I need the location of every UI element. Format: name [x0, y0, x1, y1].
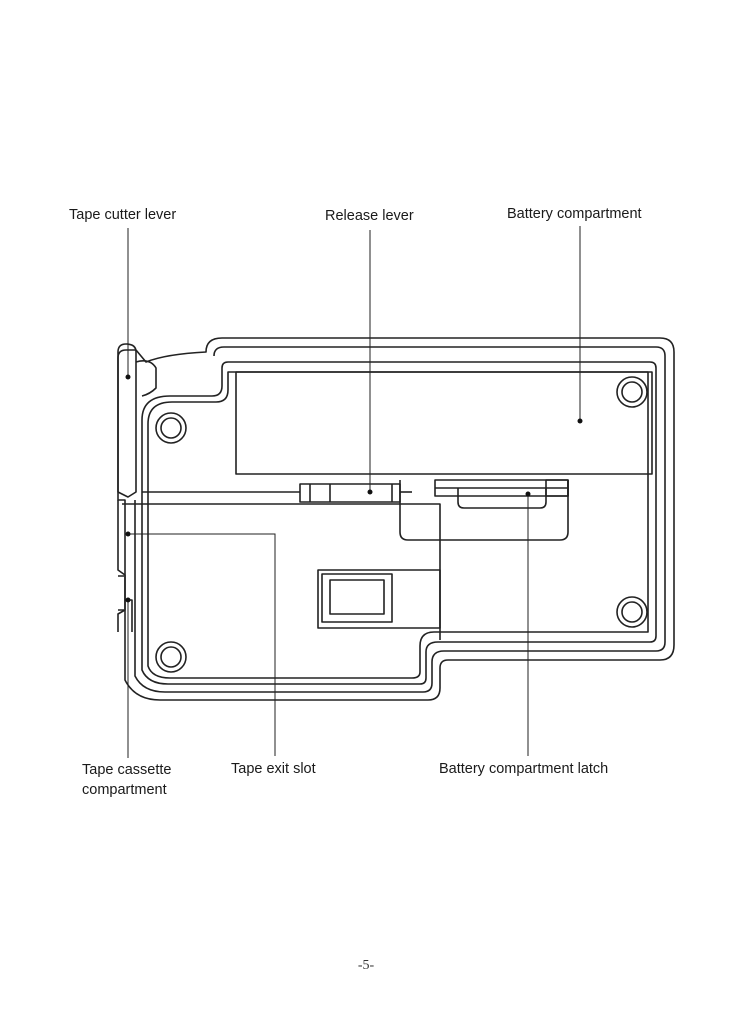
- tape-cassette-compartment-label-line1: Tape cassette: [82, 760, 171, 780]
- screw-top-right: [617, 377, 647, 407]
- tape-exit-slot-label: Tape exit slot: [231, 759, 316, 779]
- dot-release-lever: [368, 490, 373, 495]
- cassette-edge-left: [118, 500, 125, 632]
- page-number: -5-: [0, 958, 732, 974]
- dot-tape-cutter-lever: [126, 375, 131, 380]
- battery-compartment-label: Battery compartment: [507, 204, 642, 224]
- dot-battery-compartment: [578, 419, 583, 424]
- dot-tape-exit-slot: [126, 532, 131, 537]
- release-lever-label: Release lever: [325, 206, 414, 226]
- leader-tape-exit-slot: [128, 534, 275, 756]
- tape-cutter-lever: [118, 344, 136, 497]
- battery-compartment-latch: [458, 488, 546, 508]
- tape-exit-slot: [118, 576, 124, 610]
- release-lever: [300, 484, 400, 502]
- tape-cassette-compartment-label-line2: compartment: [82, 780, 171, 800]
- tape-cutter-lever-label: Tape cutter lever: [69, 205, 176, 225]
- latch-housing: [400, 480, 568, 540]
- body-outer-outline: [118, 338, 674, 700]
- screw-top-left: [156, 413, 186, 443]
- base-plate-outline: [142, 362, 656, 684]
- screw-bottom-left: [156, 642, 186, 672]
- battery-compartment-latch-label: Battery compartment latch: [439, 759, 608, 779]
- cassette-window-pane: [330, 580, 384, 614]
- screw-bottom-right: [617, 597, 647, 627]
- battery-compartment-cover: [236, 372, 652, 474]
- cassette-window-outer: [318, 570, 440, 628]
- dot-battery-compartment-latch: [526, 492, 531, 497]
- dot-tape-cassette-compartment: [126, 598, 131, 603]
- cutter-lever-shoulder: [136, 361, 156, 396]
- tape-cassette-compartment-label: Tape cassette compartment: [82, 760, 171, 800]
- base-plate-inner-outline: [148, 372, 648, 678]
